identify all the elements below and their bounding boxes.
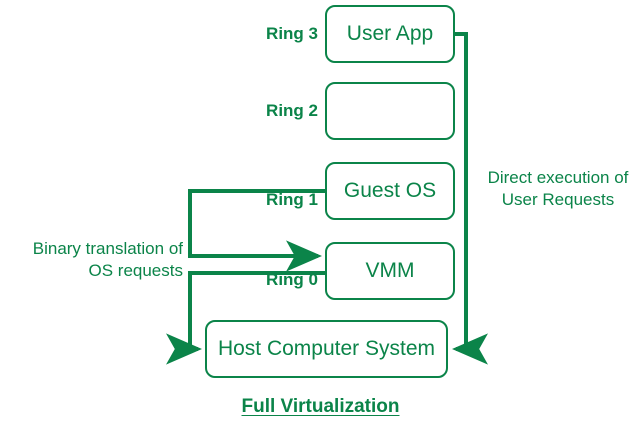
box-host-computer-system-label: Host Computer System [217, 337, 436, 360]
annotation-binary-translation-line1: Binary translation of [32, 239, 183, 258]
annotation-direct-execution-line1: Direct execution of [487, 168, 629, 187]
label-ring-2: Ring 2 [266, 101, 318, 120]
box-user-app[interactable]: User App [325, 5, 455, 63]
annotation-binary-translation: Binary translation of OS requests [8, 238, 183, 282]
annotation-direct-execution-line2: User Requests [501, 190, 615, 209]
box-guest-os-label: Guest OS [343, 179, 437, 202]
annotation-binary-translation-line2: OS requests [88, 261, 184, 280]
box-ring2-empty[interactable] [325, 82, 455, 140]
label-ring-0: Ring 0 [266, 270, 318, 289]
box-vmm[interactable]: VMM [325, 242, 455, 300]
box-host-computer-system[interactable]: Host Computer System [205, 320, 448, 378]
label-ring-1: Ring 1 [266, 190, 318, 209]
box-user-app-label: User App [346, 22, 434, 45]
box-vmm-label: VMM [365, 259, 415, 282]
wire-user-app-to-host [452, 32, 488, 365]
diagram-title: Full Virtualization [241, 396, 400, 417]
box-guest-os[interactable]: Guest OS [325, 162, 455, 220]
annotation-direct-execution: Direct execution of User Requests [478, 167, 638, 211]
label-ring-3: Ring 3 [266, 24, 318, 43]
